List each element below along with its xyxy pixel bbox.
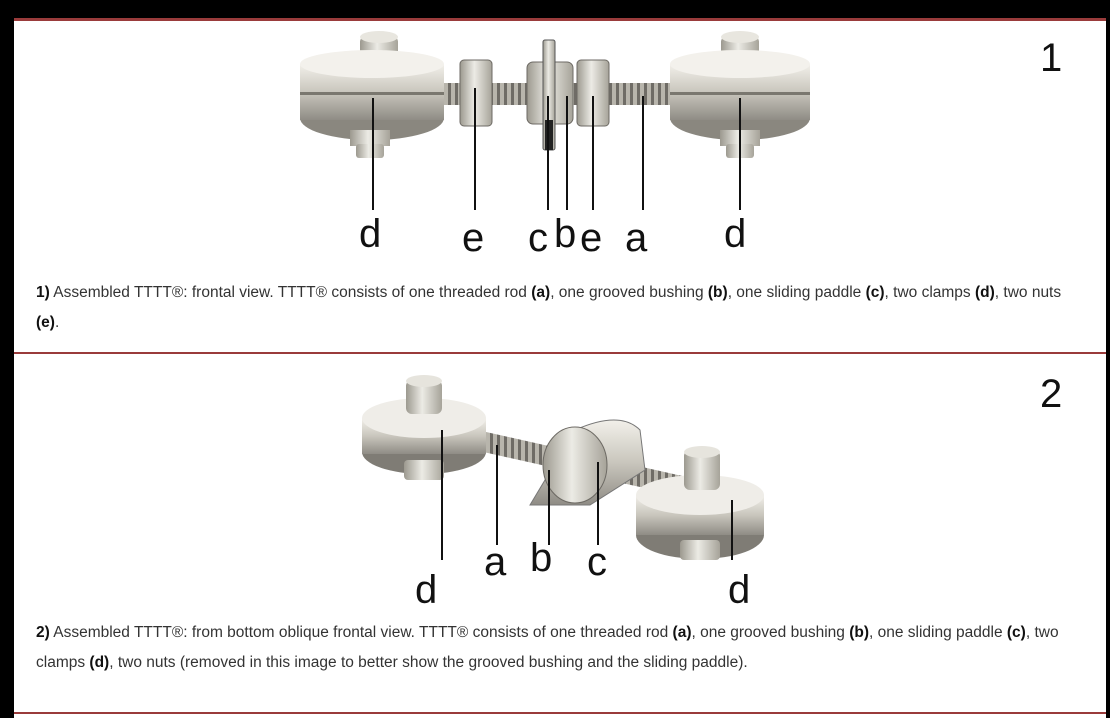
bottom-divider	[14, 712, 1106, 714]
panel1-number: 1	[1040, 36, 1063, 80]
top-divider	[14, 18, 1106, 21]
label-d-right-1: d	[724, 212, 747, 256]
caption1-text-4: , two clamps	[884, 284, 975, 301]
caption1-text-6: .	[54, 314, 60, 331]
label-a-1: a	[625, 216, 648, 260]
caption2-ref-d: (d)	[89, 654, 110, 671]
label-b-1: b	[554, 212, 577, 256]
caption1-ref-c: (c)	[865, 284, 885, 301]
label-d-left-1: d	[359, 212, 382, 256]
caption1-text-2: , one grooved bushing	[550, 284, 708, 301]
caption1-text-5: , two nuts	[994, 284, 1062, 301]
caption1-number: 1)	[36, 284, 50, 301]
panel1-illustration	[300, 31, 810, 210]
caption1-text-3: , one sliding paddle	[727, 284, 866, 301]
label-b-2: b	[530, 536, 553, 580]
caption2-text-3: , one sliding paddle	[868, 624, 1007, 641]
left-clamp-2	[362, 375, 486, 480]
label-c-2: c	[587, 540, 607, 584]
label-c-1: c	[528, 216, 548, 260]
caption1-ref-d: (d)	[974, 284, 995, 301]
middle-divider	[14, 352, 1106, 354]
panel1-caption: 1) Assembled TTTT®: frontal view. TTTT® …	[36, 278, 1076, 338]
label-a-2: a	[484, 540, 507, 584]
panel2-caption: 2) Assembled TTTT®: from bottom oblique …	[36, 618, 1076, 678]
caption2-number: 2)	[36, 624, 50, 641]
right-clamp-1	[670, 31, 810, 158]
caption1-text-1: Assembled TTTT®: frontal view. TTTT® con…	[49, 284, 532, 301]
right-clamp-2	[636, 446, 764, 560]
figure-frame	[14, 18, 1106, 718]
caption2-text-1: Assembled TTTT®: from bottom oblique fro…	[49, 624, 673, 641]
label-d-left-2: d	[415, 568, 438, 612]
panel2-number: 2	[1040, 372, 1063, 416]
caption2-ref-c: (c)	[1006, 624, 1026, 641]
caption2-text-5: , two nuts (removed in this image to bet…	[109, 654, 748, 671]
label-d-right-2: d	[728, 568, 751, 612]
caption2-ref-a: (a)	[672, 624, 692, 641]
caption1-ref-a: (a)	[531, 284, 551, 301]
caption1-ref-b: (b)	[707, 284, 728, 301]
caption1-ref-e: (e)	[36, 314, 55, 331]
caption2-ref-b: (b)	[849, 624, 869, 641]
panel2-illustration	[362, 375, 764, 560]
label-e2-1: e	[580, 216, 603, 260]
caption2-text-4: , two clamps	[36, 624, 1059, 671]
label-e-1: e	[462, 216, 485, 260]
caption2-text-2: , one grooved bushing	[691, 624, 850, 641]
bushing-2	[542, 426, 608, 504]
